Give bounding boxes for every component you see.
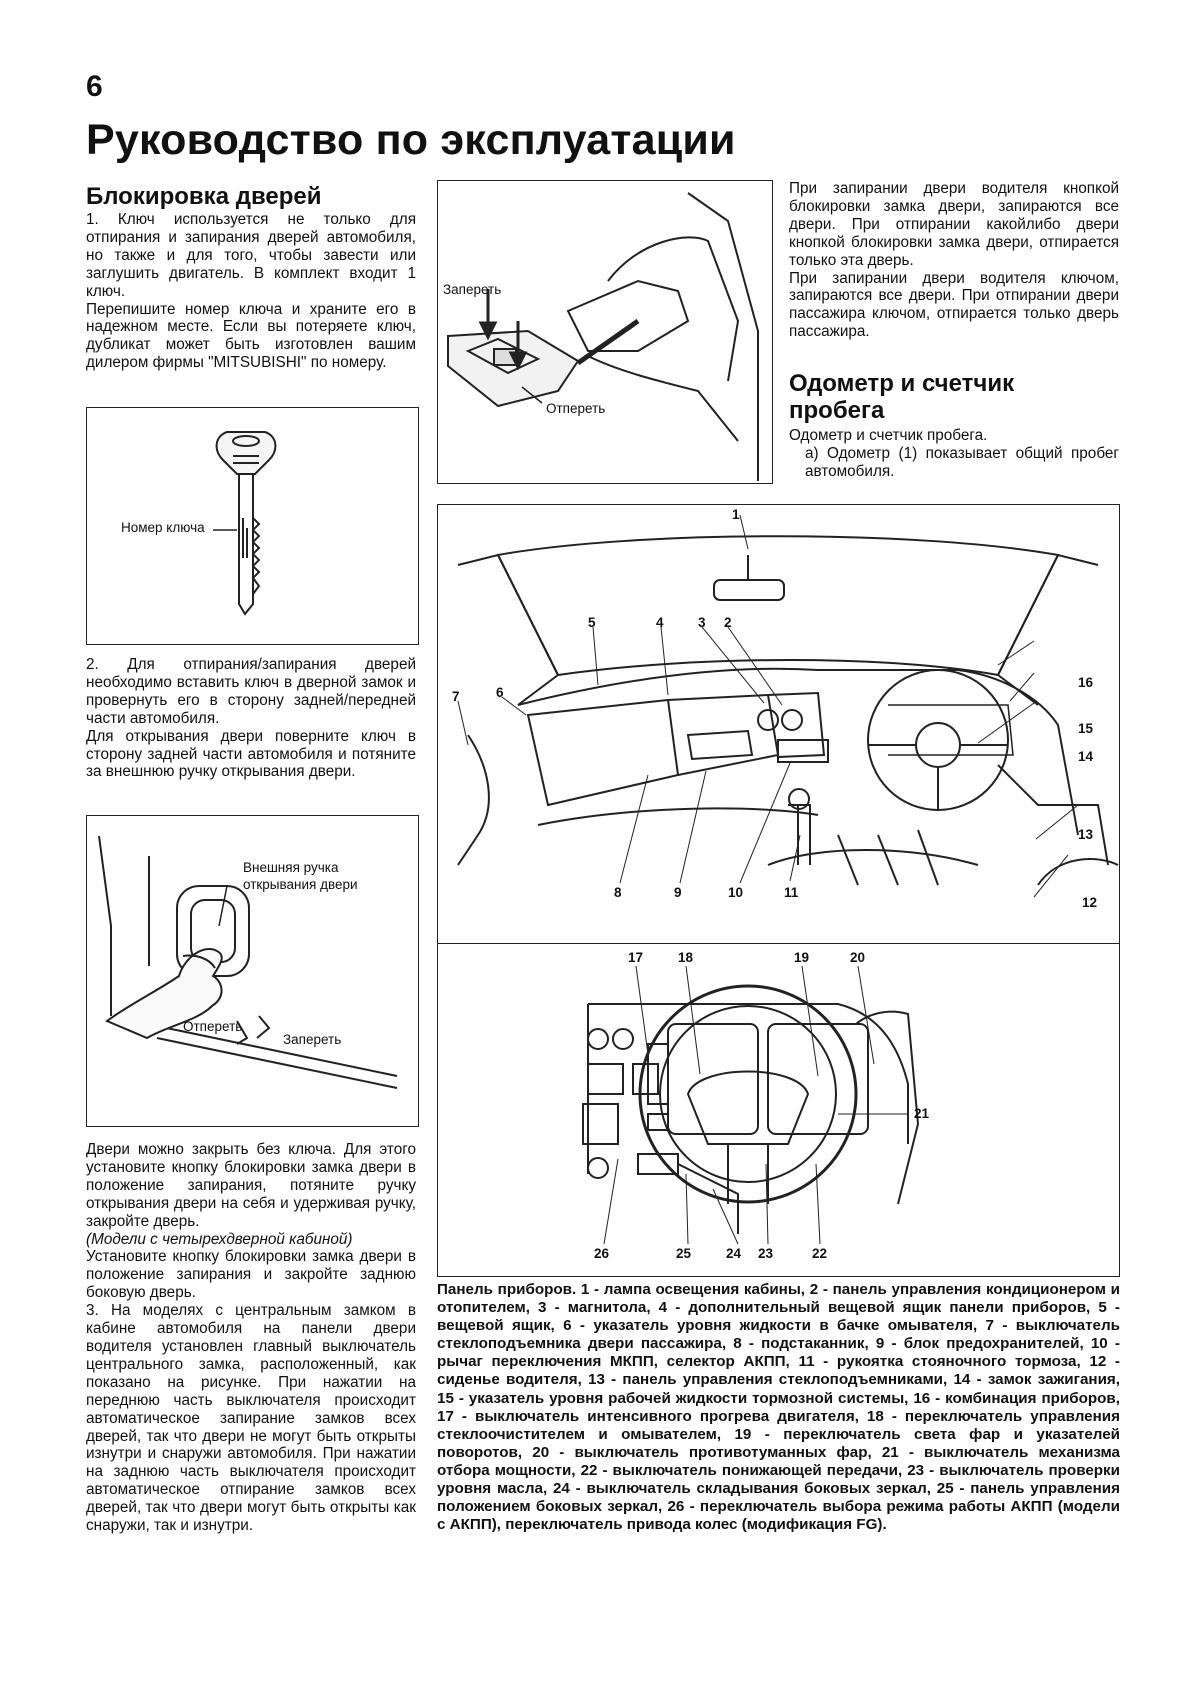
section-heading-door-lock: Блокировка дверей xyxy=(86,183,322,210)
callout-26: 26 xyxy=(594,1246,610,1261)
text-paragraph: Двери можно закрыть без ключа. Для этого… xyxy=(86,1141,416,1230)
instrument-cluster-illustration xyxy=(582,965,920,1245)
callout-20: 20 xyxy=(850,950,866,965)
callout-6: 6 xyxy=(496,685,504,700)
callout-13: 13 xyxy=(1078,827,1094,842)
callout-4: 4 xyxy=(656,615,664,630)
text-paragraph: Одометр и счетчик пробега. xyxy=(789,427,988,444)
page-title: Руководство по эксплуатации xyxy=(86,116,736,164)
outer-handle-label-line-2: открывания двери xyxy=(243,877,358,892)
outer-handle-label-line-1: Внешняя ручка xyxy=(243,860,339,875)
section-heading-odometer: Одометр и счетчик пробега xyxy=(789,370,1015,424)
text-paragraph: Установите кнопку блокировки замка двери… xyxy=(86,1248,416,1302)
callout-10: 10 xyxy=(728,885,744,900)
callout-23: 23 xyxy=(758,1246,774,1261)
dashboard-caption: Панель приборов. 1 - лампа освещения каб… xyxy=(437,1281,1120,1534)
lock-label: Запереть xyxy=(283,1032,342,1047)
four-door-note: (Модели с четырехдверной кабиной) xyxy=(86,1230,353,1248)
unlock-label: Отпереть xyxy=(546,401,606,416)
page-number: 6 xyxy=(86,70,103,103)
callout-24: 24 xyxy=(726,1246,742,1261)
callout-15: 15 xyxy=(1078,721,1094,736)
dashboard-illustration xyxy=(457,514,1119,898)
door-lock-paragraph-1: 1. Ключ используется не только для отпир… xyxy=(86,211,416,372)
door-handle-figure: Внешняя ручка открывания двери Отпереть … xyxy=(86,815,419,1127)
callout-5: 5 xyxy=(588,615,596,630)
text-paragraph: При запирании двери водителя ключом, зап… xyxy=(789,269,1119,341)
instrument-cluster-figure: 17 18 19 20 21 22 23 24 25 26 xyxy=(437,943,1120,1277)
door-lock-paragraph-3: Двери можно закрыть без ключа. Для этого… xyxy=(86,1141,416,1535)
callout-12: 12 xyxy=(1082,895,1098,910)
callout-19: 19 xyxy=(794,950,810,965)
callout-2: 2 xyxy=(724,615,732,630)
unlock-label: Отпереть xyxy=(183,1019,243,1034)
odometer-text: Одометр и счетчик пробега. а) Одометр (1… xyxy=(789,427,1119,481)
door-lock-paragraph-2: 2. Для отпирания/запирания дверей необхо… xyxy=(86,656,416,781)
callout-16: 16 xyxy=(1078,675,1094,690)
callout-18: 18 xyxy=(678,950,694,965)
key-number-label: Номер ключа xyxy=(121,520,205,535)
callout-17: 17 xyxy=(628,950,644,965)
door-lock-button-illustration xyxy=(447,192,759,481)
callout-1: 1 xyxy=(732,507,740,522)
text-paragraph: а) Одометр (1) показывает общий пробег а… xyxy=(805,444,1119,480)
text-paragraph: Для открывания двери поверните ключ в ст… xyxy=(86,727,416,781)
key-illustration xyxy=(213,431,277,616)
callout-9: 9 xyxy=(674,885,682,900)
text-paragraph: 3. На моделях с центральным замком в каб… xyxy=(86,1302,416,1535)
callout-14: 14 xyxy=(1078,749,1094,764)
central-lock-text: При запирании двери водителя кнопкой бло… xyxy=(789,180,1119,341)
callout-8: 8 xyxy=(614,885,622,900)
callout-7: 7 xyxy=(452,689,460,704)
key-figure: Номер ключа xyxy=(86,407,419,645)
door-lock-button-figure: Запереть Отпереть xyxy=(437,180,773,484)
dashboard-figure: 1 2 3 4 5 6 7 8 9 10 11 12 13 14 15 16 xyxy=(437,504,1120,944)
lock-label: Запереть xyxy=(443,282,502,297)
callout-11: 11 xyxy=(784,885,799,900)
door-handle-illustration xyxy=(98,835,398,1089)
callout-21: 21 xyxy=(914,1106,930,1121)
callout-3: 3 xyxy=(698,615,706,630)
callout-25: 25 xyxy=(676,1246,692,1261)
text-paragraph: 1. Ключ используется не только для отпир… xyxy=(86,211,416,300)
callout-22: 22 xyxy=(812,1246,828,1261)
text-paragraph: При запирании двери водителя кнопкой бло… xyxy=(789,180,1119,269)
caption-text: Панель приборов. 1 - лампа освещения каб… xyxy=(437,1281,1120,1534)
text-paragraph: 2. Для отпирания/запирания дверей необхо… xyxy=(86,656,416,727)
text-paragraph: Перепишите номер ключа и храните его в н… xyxy=(86,300,416,372)
